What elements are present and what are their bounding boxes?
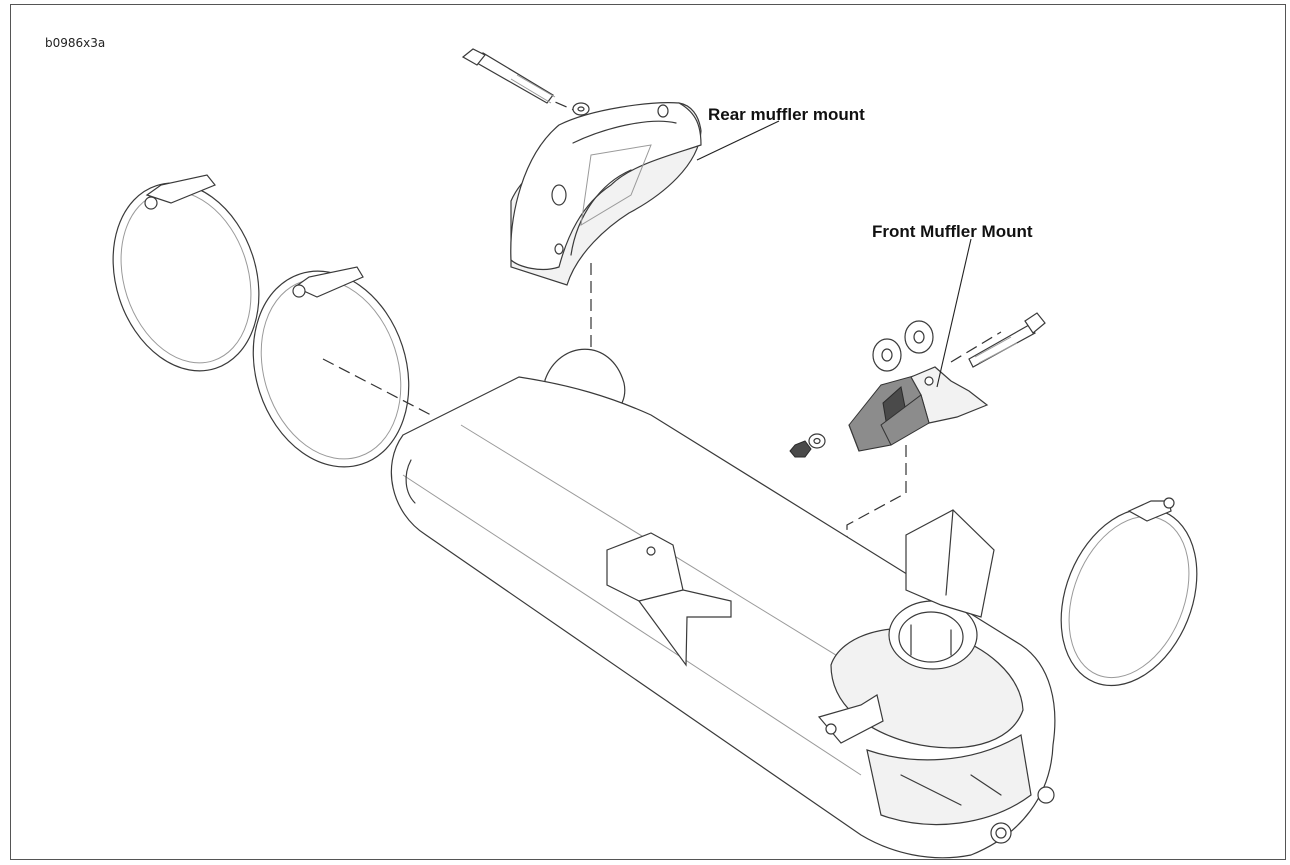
clamp-left-inner xyxy=(252,266,410,468)
front-muffler-mount-label: Front Muffler Mount xyxy=(872,222,1033,241)
figure-reference-id: b0986x3a xyxy=(45,36,106,50)
rear-mount-leader xyxy=(696,120,780,161)
exploded-view-figure: b0986x3a Rear muffler mount Front Muffle… xyxy=(10,4,1286,860)
muffler-body xyxy=(390,348,1056,859)
rear-muffler-mount xyxy=(510,102,702,286)
muffler-exploded-diagram xyxy=(112,48,1198,859)
rear-mount-bolt xyxy=(461,48,590,116)
clamp-right xyxy=(1060,497,1198,687)
clamp-left-outer xyxy=(112,174,260,372)
front-mount-leader xyxy=(936,238,972,388)
rear-muffler-mount-label: Rear muffler mount xyxy=(708,105,865,124)
front-mount-grommets xyxy=(872,320,934,372)
front-mount-bolt xyxy=(789,312,1046,458)
front-muffler-mount xyxy=(848,366,989,452)
